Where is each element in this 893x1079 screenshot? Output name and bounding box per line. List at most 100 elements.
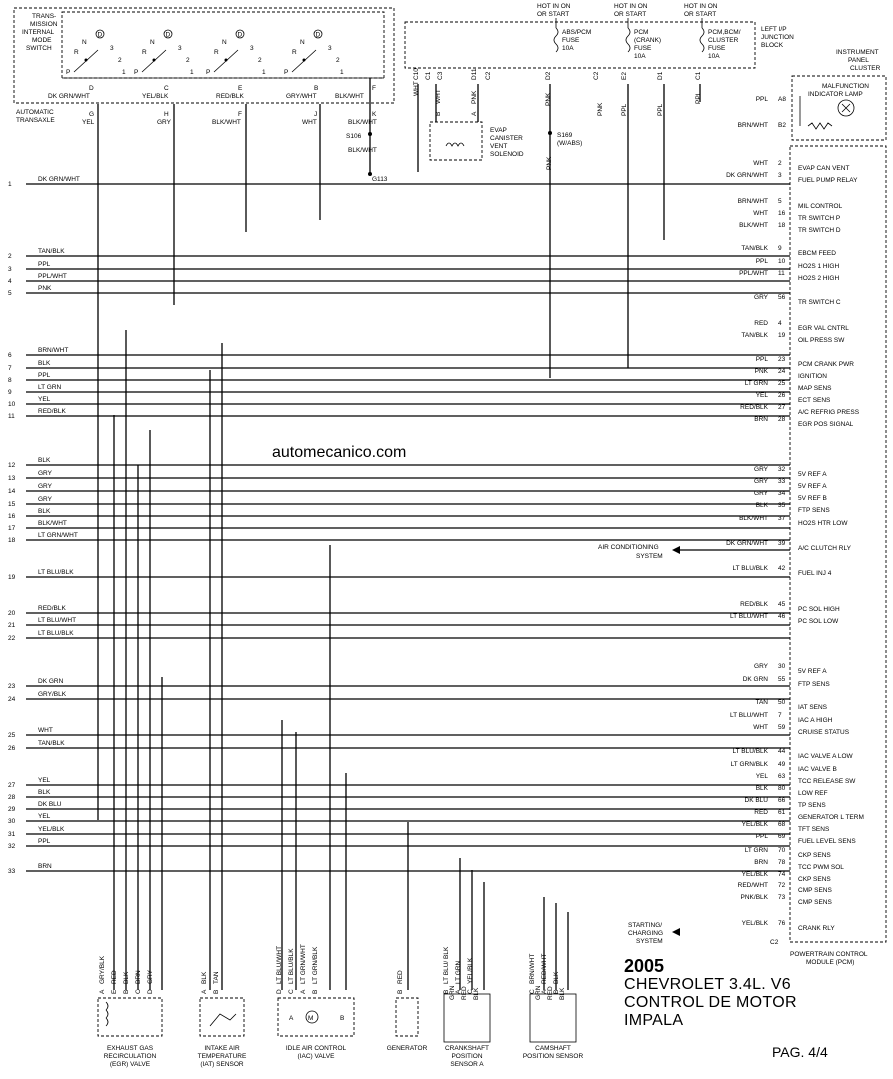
- left-wire-number: 8: [8, 377, 12, 384]
- svg-text:ABS/PCM: ABS/PCM: [562, 29, 591, 36]
- svg-text:PCM: PCM: [634, 29, 648, 36]
- svg-text:GRY/WHT: GRY/WHT: [286, 93, 317, 100]
- left-wire-number: 25: [8, 732, 16, 739]
- left-wire-1: 1DK GRN/WHT: [8, 176, 790, 188]
- pcm-pin-number: 73: [778, 894, 786, 901]
- left-wire-color: RED/BLK: [38, 408, 66, 415]
- left-wire-number: 18: [8, 537, 16, 544]
- cluster-box: [791, 75, 887, 141]
- pcm-pin-function: FUEL LEVEL SENS: [798, 838, 856, 845]
- svg-text:R: R: [74, 49, 79, 56]
- svg-text:HOT IN ON: HOT IN ON: [537, 3, 571, 10]
- pcm-pin-function: 5V REF B: [798, 495, 827, 502]
- title-line-3: IMPALA: [624, 1012, 684, 1029]
- left-wire-number: 21: [8, 622, 16, 629]
- bottom-pin-letter: C: [529, 989, 536, 994]
- bottom-pin-color: BRN: [135, 970, 142, 984]
- switch-contact-4: D NR P3 21: [284, 29, 344, 76]
- svg-text:RED: RED: [461, 986, 468, 1000]
- svg-text:WHT: WHT: [302, 119, 317, 126]
- svg-text:DK GRN/WHT: DK GRN/WHT: [48, 93, 90, 100]
- junction-block-box: [404, 21, 756, 69]
- bottom-pin-letter: E: [111, 989, 118, 994]
- pcm-pin-function: GENERATOR L TERM: [798, 814, 864, 821]
- svg-text:R: R: [214, 49, 219, 56]
- svg-text:G113: G113: [372, 176, 388, 183]
- pcm-pin-function: 5V REF A: [798, 471, 827, 478]
- pcm-pin-function: TCC RELEASE SW: [798, 778, 856, 785]
- component-label-egr: RECIRCULATION: [104, 1053, 157, 1060]
- generator-box: [395, 997, 419, 1037]
- pcm-pin-color: DK GRN: [743, 676, 769, 683]
- svg-text:1: 1: [190, 69, 194, 76]
- pcm-pin-function: MIL CONTROL: [798, 203, 843, 210]
- svg-text:D2: D2: [545, 71, 552, 80]
- left-wire-color: WHT: [38, 727, 53, 734]
- pcm-pin-color: BRN: [754, 859, 768, 866]
- svg-text:BLK: BLK: [473, 987, 480, 1000]
- pcm-pin-number: 56: [778, 294, 786, 301]
- pcm-label-2: MODULE (PCM): [806, 959, 854, 966]
- pcm-pin-color: BRN: [754, 416, 768, 423]
- trans-switch-l3: INTERNAL: [22, 29, 55, 36]
- bottom-components: M A B GRN RED BLK GRN RED BLK: [97, 985, 577, 1043]
- svg-text:2: 2: [118, 57, 122, 64]
- left-wire-color: BLK: [38, 789, 51, 796]
- svg-text:P: P: [66, 69, 70, 76]
- bottom-pin-color: GRY: [147, 969, 154, 984]
- pcm-pin-number: 37: [778, 515, 786, 522]
- pcm-pin-function: PC SOL LOW: [798, 618, 839, 625]
- svg-text:1: 1: [262, 69, 266, 76]
- svg-text:B: B: [314, 85, 318, 92]
- pcm-pin-number: 11: [778, 270, 785, 277]
- pcm-pin-color: DK GRN/WHT: [726, 540, 768, 547]
- svg-text:F: F: [372, 85, 376, 92]
- pcm-pin-color: TAN: [755, 699, 768, 706]
- left-wire-number: 23: [8, 683, 16, 690]
- pcm-pin-color: PPL: [756, 833, 769, 840]
- svg-text:GRN: GRN: [449, 985, 456, 1000]
- pcm-pin-function: CRANK RLY: [798, 925, 835, 932]
- svg-text:YEL/BLK: YEL/BLK: [142, 93, 169, 100]
- trans-switch-l2: MISSION: [30, 21, 58, 28]
- iat-box: [199, 997, 245, 1037]
- pcm-pin-number: 18: [778, 222, 786, 229]
- pcm-pin-function: CKP SENS: [798, 852, 831, 859]
- pcm-pin-function: CMP SENS: [798, 887, 832, 894]
- pcm-pin-number: 68: [778, 821, 786, 828]
- bottom-pin-letter: B: [213, 990, 220, 994]
- left-wire-number: 10: [8, 401, 16, 408]
- pcm-pin-function: FTP SENS: [798, 507, 830, 514]
- pcm-pin-number: 35: [778, 502, 786, 509]
- pcm-pin-function: IAT SENS: [798, 704, 828, 711]
- svg-text:RED: RED: [547, 986, 554, 1000]
- pcm-pin-color: LT BLU/WHT: [730, 712, 768, 719]
- component-label-cmp: POSITION SENSOR: [523, 1053, 584, 1060]
- left-wire-number: 33: [8, 868, 16, 875]
- left-wire-number: 19: [8, 574, 16, 581]
- svg-text:N: N: [300, 39, 305, 46]
- left-wire-number: 6: [8, 352, 12, 359]
- svg-text:CHARGING: CHARGING: [628, 930, 663, 937]
- pcm-pin-number: 9: [778, 245, 782, 252]
- svg-text:C2: C2: [485, 71, 492, 80]
- bottom-pin-letter: B: [397, 990, 404, 994]
- svg-text:FUSE: FUSE: [634, 45, 652, 52]
- pcm-pin-color: PPL/WHT: [739, 270, 768, 277]
- fuse-pcm-crank-icon: [625, 27, 631, 53]
- pcm-pin-color: LT GRN/BLK: [731, 761, 769, 768]
- bottom-pin-color: LT BLU/WHT: [276, 946, 283, 984]
- svg-text:D: D: [98, 32, 103, 39]
- left-wire-number: 1: [8, 181, 12, 188]
- pcm-pin-color: BRN/WHT: [738, 198, 768, 205]
